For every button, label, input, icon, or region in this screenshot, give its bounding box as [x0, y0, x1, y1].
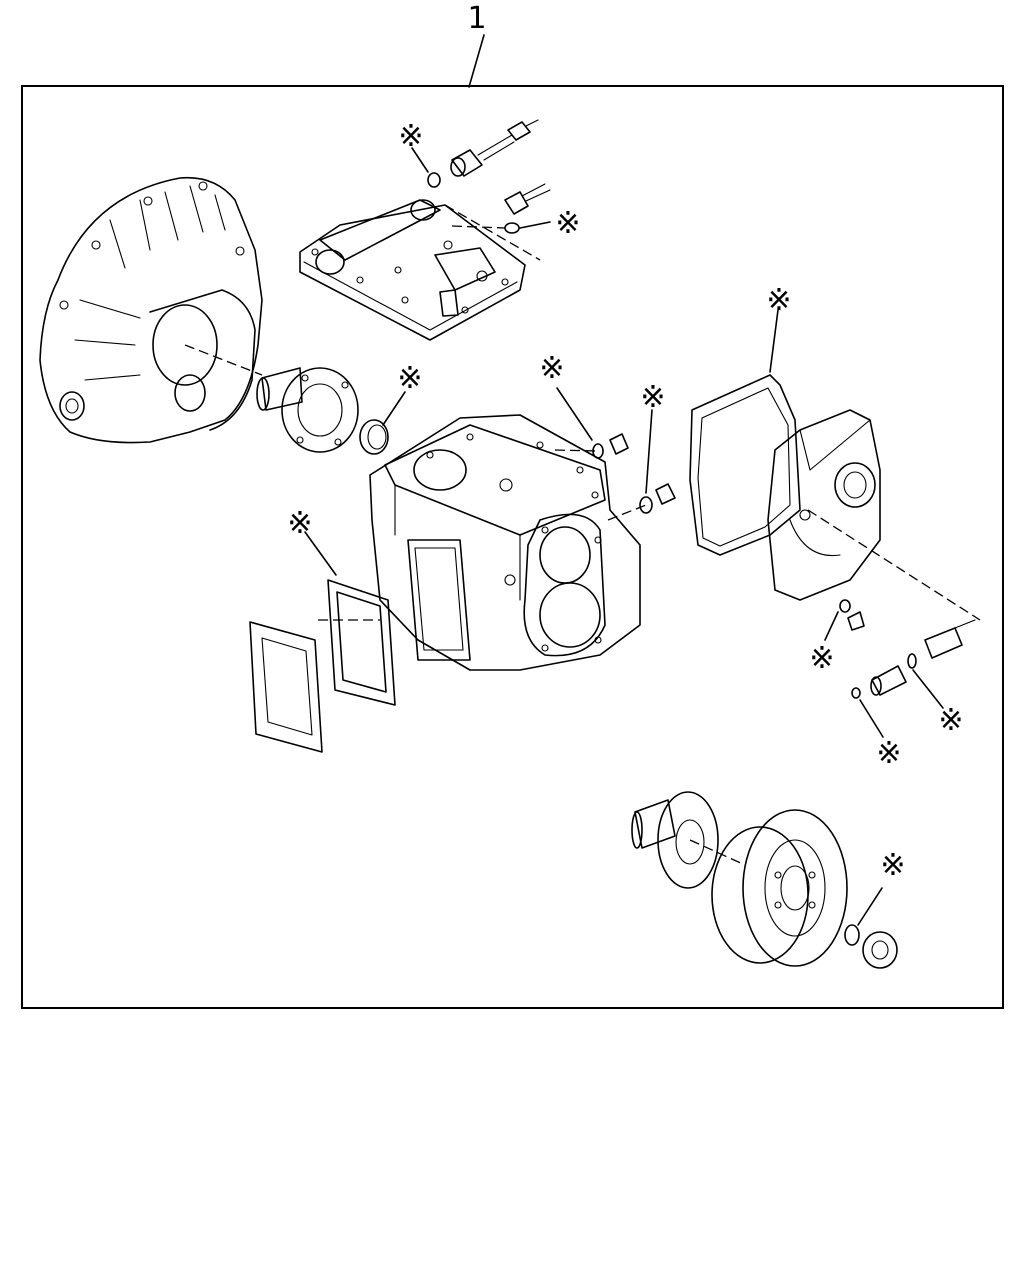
centerline-speedo [807, 509, 981, 621]
kit-marker: ※ [880, 848, 905, 883]
fill-plug [556, 387, 629, 459]
kit-marker: ※ [539, 351, 564, 386]
oil-seal [359, 391, 406, 455]
kit-marker: ※ [287, 506, 312, 541]
centerline-fill-plug [554, 449, 599, 452]
kit-frame [21, 85, 1004, 1009]
side-cover-plate [249, 621, 323, 753]
kit-marker: ※ [555, 206, 580, 241]
bearing-retainer [256, 367, 359, 453]
kit-marker: ※ [809, 641, 834, 676]
brake-drum [711, 809, 848, 967]
breather-plug [504, 183, 551, 234]
centerline-output [689, 839, 746, 866]
kit-marker: ※ [766, 283, 791, 318]
switch-sensor [411, 119, 539, 188]
extension-housing [767, 409, 881, 601]
centerline-drain-plug [607, 504, 647, 521]
centerline-clutch-housing [184, 344, 263, 376]
kit-marker: ※ [397, 361, 422, 396]
transmission-case [369, 414, 641, 671]
centerline-breather [451, 225, 506, 229]
speedo-gear [824, 599, 976, 659]
kit-marker: ※ [938, 703, 963, 738]
callout-number-1: 1 [467, 1, 486, 36]
shift-cover [299, 199, 526, 341]
side-cover-gasket [304, 531, 396, 706]
kit-marker: ※ [876, 736, 901, 771]
drain-plug [639, 409, 676, 514]
kit-marker: ※ [398, 119, 423, 154]
rear-gasket [689, 309, 801, 556]
output-nut-and-washer [844, 887, 898, 969]
centerline-shift-cover [444, 204, 541, 261]
callout-leader-1 [468, 34, 485, 88]
companion-flange [631, 791, 719, 889]
speedo-sleeve [851, 653, 944, 738]
clutch-housing [39, 176, 263, 444]
kit-marker: ※ [640, 380, 665, 415]
